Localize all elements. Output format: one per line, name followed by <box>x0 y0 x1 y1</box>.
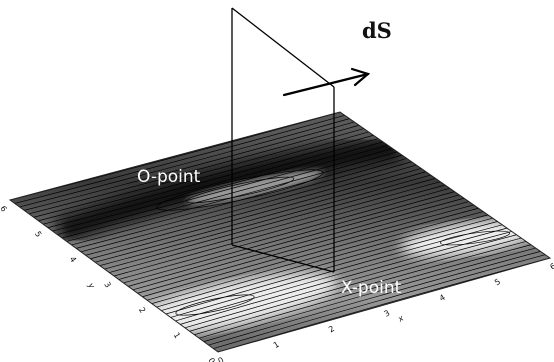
y-tick-label: 5 <box>33 230 43 239</box>
contour-line <box>194 241 527 336</box>
contour-line <box>90 168 422 260</box>
contour-line <box>109 181 441 273</box>
contour-line <box>184 234 517 329</box>
contour-line <box>80 161 412 253</box>
contour-line <box>14 114 345 204</box>
contour-line <box>213 254 546 349</box>
contour-line <box>208 251 541 346</box>
contour-island <box>175 294 255 316</box>
contour-line <box>57 144 388 235</box>
contour-line <box>165 221 498 315</box>
y-tick-label: 3 <box>102 280 112 289</box>
contour-line <box>180 231 512 325</box>
contour-line <box>161 217 493 311</box>
x-tick-label: 5 <box>493 277 502 287</box>
x-tick-label: 4 <box>438 293 447 303</box>
x-point-label: X-point <box>341 278 402 298</box>
contour-line <box>38 131 369 222</box>
x-axis-label: x <box>396 313 406 324</box>
x-axis-ticks: 0 1 2 3 4 5 6 <box>217 261 554 362</box>
contour-line <box>28 124 360 215</box>
x-tick-label: 1 <box>272 340 281 350</box>
x-tick-label: 6 <box>549 261 554 271</box>
contour-lines <box>10 112 550 352</box>
normal-arrow-icon <box>282 67 371 97</box>
contour-island <box>156 169 324 211</box>
y-tick-label: 4 <box>68 255 78 264</box>
contour-line <box>175 227 508 322</box>
contour-line <box>76 158 407 249</box>
contour-island <box>439 230 511 246</box>
flux-surface <box>8 111 552 353</box>
contour-line <box>66 151 398 242</box>
y-tick-label: 2 <box>137 306 147 315</box>
y-axis-ticks: 0 1 2 3 4 5 6 <box>0 204 217 362</box>
y-tick-label: 6 <box>0 204 9 213</box>
contour-line <box>52 141 384 232</box>
contour-line <box>24 121 355 211</box>
contour-island <box>185 176 295 204</box>
contour-line <box>132 197 465 291</box>
contour-line <box>146 207 479 301</box>
contour-line <box>189 237 522 332</box>
contour-line <box>198 244 531 339</box>
contour-line <box>156 214 489 308</box>
contour-line <box>104 178 436 270</box>
contour-line <box>61 148 393 239</box>
contour-line <box>99 174 431 266</box>
ds-label: dS <box>362 18 392 43</box>
contour-line <box>47 138 379 228</box>
o-point-label: O-point <box>137 167 201 187</box>
contour-line <box>19 118 350 208</box>
contour-line <box>33 128 364 218</box>
x-tick-label: 0 <box>217 355 226 362</box>
contour-line <box>203 247 536 342</box>
contour-line <box>123 191 455 284</box>
integration-plane <box>231 7 335 273</box>
x-tick-label: 2 <box>327 324 336 334</box>
contour-line <box>137 201 469 294</box>
y-axis-label: y <box>86 280 97 290</box>
contour-line <box>170 224 503 318</box>
contour-line <box>128 194 460 287</box>
contour-line <box>151 211 484 304</box>
y-tick-label: 1 <box>172 331 182 340</box>
contour-line <box>142 204 474 298</box>
contour-line <box>85 164 417 256</box>
y-tick-label: 0 <box>206 356 216 362</box>
x-tick-label: 3 <box>383 308 392 318</box>
contour-line <box>118 187 450 280</box>
contour-line <box>113 184 446 277</box>
contour-line <box>95 171 427 263</box>
contour-line <box>71 154 403 246</box>
